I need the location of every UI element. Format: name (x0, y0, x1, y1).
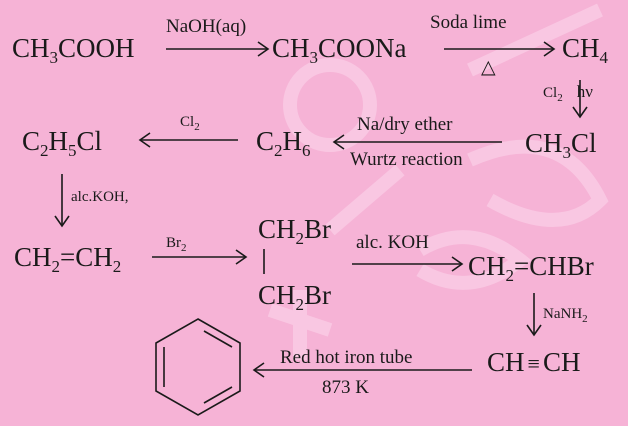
methyl-chloride: CH3Cl (525, 128, 597, 162)
ethene: CH2=CH2 (14, 242, 121, 276)
arrow-wurtz (332, 134, 502, 150)
benzene-ring (155, 318, 241, 416)
condition-temp: 873 K (322, 377, 369, 398)
arrow-alc-koh-2 (352, 256, 464, 272)
watermark (267, 3, 609, 360)
condition-red-hot: Red hot iron tube (280, 347, 412, 368)
condition-wurtz: Wurtz reaction (350, 149, 463, 170)
arrow-cl2 (138, 132, 238, 148)
arrow-cl2-hv (572, 80, 588, 119)
heat-symbol: △ (481, 57, 496, 78)
condition-nanh2: NaNH2 (543, 306, 588, 325)
condition-cl2: Cl2 (180, 114, 200, 133)
ethane: C2H6 (256, 126, 311, 160)
condition-naoh: NaOH(aq) (166, 16, 246, 37)
arrow-nanh2 (526, 293, 542, 337)
arrow-br2 (152, 249, 248, 265)
arrow-alc-koh-1 (54, 174, 70, 228)
arrow-red-hot (252, 362, 472, 378)
condition-br2: Br2 (166, 235, 187, 254)
ethyl-chloride: C2H5Cl (22, 126, 102, 160)
arrow-soda-lime (444, 41, 556, 57)
condition-na-ether: Na/dry ether (357, 114, 453, 135)
condition-alc-koh-2: alc. KOH (356, 232, 429, 253)
dibromoethane-bottom: CH2Br (258, 280, 331, 314)
sodium-acetate: CH3COONa (272, 33, 407, 67)
vinyl-bromide: CH2=CHBr (468, 251, 594, 285)
dibromoethane-top: CH2Br (258, 214, 331, 248)
methane: CH4 (562, 33, 609, 67)
condition-soda-lime: Soda lime (430, 12, 507, 33)
condition-alc-koh-1: alc.KOH, (71, 189, 128, 205)
ethyne: CH≡CH (487, 347, 580, 377)
arrow-naoh (166, 41, 270, 57)
acetic-acid: CH3COOH (12, 33, 135, 67)
